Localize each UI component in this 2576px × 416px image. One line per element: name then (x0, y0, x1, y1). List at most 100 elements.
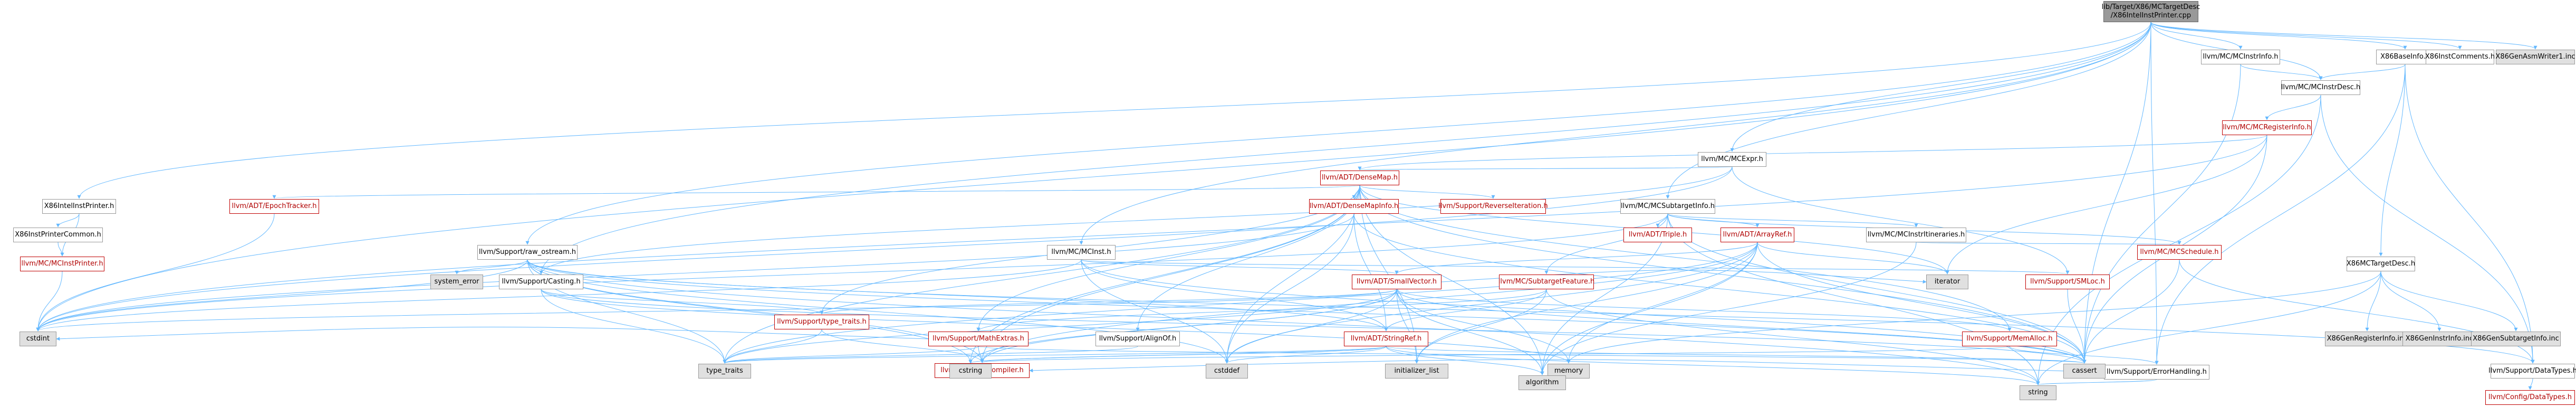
mcinstrltineraries-h-node[interactable]: llvm/MC/MCInstrItineraries.h (1866, 228, 1966, 242)
x86baseinfo-h-node[interactable]: X86BaseInfo.h (2376, 50, 2434, 64)
cassert-node[interactable]: cassert (2063, 364, 2106, 379)
edge-arrayref-h-to-smallvector-h (1395, 242, 1758, 275)
edge-casting-h-to-type-traits (541, 289, 727, 364)
mcsubtargetfeature-h-node[interactable]: llvm/MC/SubtargetFeature.h (1498, 275, 1594, 289)
string-node[interactable]: string (2020, 385, 2056, 400)
mathextras-h-node[interactable]: llvm/Support/MathExtras.h (928, 332, 1029, 346)
x86gensubtargetinfo-inc-node[interactable]: X86GenSubtargetInfo.inc (2471, 332, 2561, 346)
mcinstprinter-h-node[interactable]: llvm/MC/MCInstPrinter.h (20, 257, 104, 271)
edge-smallvector-h-to-typetraits-h (820, 289, 1397, 315)
edge-mcsubtargetinfo-h-to-mcsubtargetfeature-h (1544, 213, 1668, 275)
iterator-node[interactable]: iterator (1926, 275, 1968, 289)
root-node[interactable]: lib/Target/X86/MCTargetDesc/X86IntelInst… (2102, 1, 2200, 22)
configdatatypes-h-node[interactable]: llvm/Config/DataTypes.h (2485, 390, 2575, 405)
edge-mcinstprinter-h-to-cstdint (36, 271, 63, 332)
edge-root-to-errorhandling-h (2150, 22, 2159, 365)
edge-mcsubtargetinfo-h-to-arrayref-h (1667, 213, 1760, 228)
epochtracker-h-node[interactable]: llvm/ADT/EpochTracker.h (229, 199, 319, 214)
edge-stringref-h-to-string (1386, 346, 2040, 385)
edge-densemapinfo-h-to-stringref-h (1353, 213, 1388, 332)
smloc-h-node[interactable]: llvm/Support/SMLoc.h (2025, 275, 2110, 289)
mcschedule-h-node[interactable]: llvm/MC/MCSchedule.h (2137, 245, 2222, 260)
edge-densemap-h-to-cassert (1359, 185, 2087, 364)
edge-root-to-mcexpr-h (1730, 22, 2151, 152)
edge-mcsubtargetinfo-h-to-cstdint (36, 213, 1668, 332)
edge-mcinst-h-to-cstdint (36, 259, 1082, 332)
edge-root-to-x86baseinfo-h (2150, 22, 2407, 50)
x86instcomments-h-node[interactable]: X86InstComments.h (2425, 50, 2495, 64)
edge-densemap-h-to-epochtracker-h (273, 185, 1360, 199)
mcinstrdesc-h-node[interactable]: llvm/MC/MCInstrDesc.h (2281, 80, 2360, 95)
edge-stringref-h-to-cassert (1386, 346, 2086, 364)
edge-mcsubtargetfeature-h-to-string (1546, 289, 2040, 385)
edge-x86ipc-h-to-mcinstprinter-h (57, 242, 64, 257)
edge-smallvector-h-to-memalloc-h (1396, 289, 2012, 332)
edge-errorhandling-h-to-string (2036, 379, 2157, 385)
memalloc-h-node[interactable]: llvm/Support/MemAlloc.h (1962, 332, 2057, 346)
edge-epochtracker-h-to-cstdint (36, 213, 275, 332)
mcinstrinfo-h-node[interactable]: llvm/MC/MCInstrInfo.h (2201, 50, 2280, 64)
edge-root-to-x86genasmwriter1-inc (2150, 22, 2537, 50)
edge-mcsubtargetinfo-h-to-string (1667, 213, 2040, 385)
edge-arrayref-h-to-algorithm (1540, 242, 1758, 375)
edge-typetraits-h-to-compiler-h (821, 329, 984, 363)
x86ipc-h-node[interactable]: X86InstPrinterCommon.h (13, 228, 103, 242)
edge-densemap-h-to-initializer-list (1359, 185, 1419, 364)
x86genregisterinfo-inc-node[interactable]: X86GenRegisterInfo.inc (2325, 332, 2409, 346)
edge-densemap-h-to-algorithm (1359, 185, 1544, 375)
reverseiteration-h-node[interactable]: llvm/Support/ReverseIteration.h (1438, 199, 1548, 214)
mcsubtargetinfo-h-node[interactable]: llvm/MC/MCSubtargetInfo.h (1620, 199, 1715, 214)
smallvector-h-node[interactable]: llvm/ADT/SmallVector.h (1352, 275, 1441, 289)
cstring-node[interactable]: cstring (949, 364, 992, 379)
edge-rawostream-h-to-string (527, 259, 2040, 385)
edge-mathextras-h-to-type-traits (723, 346, 979, 364)
x86mctargetdesc-h-node[interactable]: X86MCTargetDesc.h (2347, 257, 2415, 271)
edge-mcinstrinfo-h-to-cassert (2082, 64, 2241, 364)
edge-densemap-h-to-reverseiteration-h (1359, 185, 1495, 199)
cstddef-node[interactable]: cstddef (1206, 364, 1248, 379)
edge-smallvector-h-to-cstring (968, 289, 1397, 364)
mcexpr-h-node[interactable]: llvm/MC/MCExpr.h (1698, 152, 1766, 167)
edge-arrayref-h-to-memory (1566, 242, 1758, 364)
type-traits-node[interactable]: type_traits (698, 364, 751, 379)
edge-smallvector-h-to-cstdint (36, 289, 1397, 332)
edge-arrayref-h-to-type-traits (723, 242, 1758, 364)
stringref-h-node[interactable]: llvm/ADT/StringRef.h (1344, 332, 1428, 346)
edge-mcexpr-h-to-smloc-h (1732, 166, 2070, 275)
algorithm-node[interactable]: algorithm (1518, 375, 1566, 390)
casting-h-node[interactable]: llvm/Support/Casting.h (499, 275, 583, 289)
triple-h-node[interactable]: llvm/ADT/Triple.h (1623, 228, 1692, 242)
cstdint-node[interactable]: cstdint (20, 332, 56, 346)
arrayref-h-node[interactable]: llvm/ADT/ArrayRef.h (1720, 228, 1794, 242)
mcregisterinfo-h-node[interactable]: llvm/MC/MCRegisterInfo.h (2222, 120, 2312, 135)
edge-mcinstrdesc-h-to-string (2036, 94, 2321, 385)
rawostream-h-node[interactable]: llvm/Support/raw_ostream.h (477, 245, 578, 260)
densemap-h-node[interactable]: llvm/ADT/DenseMap.h (1320, 171, 1399, 185)
edge-mcinst-h-to-smloc-h (1081, 259, 2069, 275)
edge-densemapinfo-h-to-cstdint (36, 213, 1354, 332)
edge-x86mctargetdesc-h-to-x86genregisterinfo-inc (2365, 271, 2381, 332)
mcinst-h-node[interactable]: llvm/MC/MCInst.h (1047, 245, 1116, 260)
edge-mcinstrinfo-h-to-mcinstrdesc-h (2240, 64, 2323, 80)
edge-root-to-rawostream-h (525, 22, 2151, 245)
edge-root-to-cstdint (36, 22, 2151, 332)
densemapinfo-h-node[interactable]: llvm/ADT/DenseMapInfo.h (1309, 199, 1399, 214)
edge-stringref-h-to-compiler-h (980, 346, 1387, 363)
x86geninstrinfo-inc-node[interactable]: X86GenInstrInfo.inc (2402, 332, 2476, 346)
edge-rawostream-h-to-cstdint (36, 259, 528, 332)
alignof-h-node[interactable]: llvm/Support/AlignOf.h (1095, 332, 1180, 346)
initializer-list-node[interactable]: initializer_list (1385, 364, 1448, 379)
system-error-node[interactable]: system_error (430, 275, 483, 289)
datatypes-h-node[interactable]: llvm/Support/DataTypes.h (2488, 364, 2576, 379)
x86genasmwriter1-inc-node[interactable]: X86GenAsmWriter1.inc (2495, 50, 2575, 64)
errorhandling-h-node[interactable]: llvm/Support/ErrorHandling.h (2104, 365, 2209, 380)
typetraits-h-node[interactable]: llvm/Support/type_traits.h (774, 315, 869, 329)
edge-densemapinfo-h-to-cstddef (1225, 213, 1354, 364)
x86intel-h-node[interactable]: X86IntelInstPrinter.h (42, 199, 116, 214)
edge-mcinstrdesc-h-to-datatypes-h (2320, 94, 2535, 364)
edge-mcsubtargetinfo-h-to-cassert (1667, 213, 2087, 364)
edge-mcexpr-h-to-densemap-h (1359, 166, 1733, 171)
edge-arrayref-h-to-cassert (1757, 242, 2087, 364)
